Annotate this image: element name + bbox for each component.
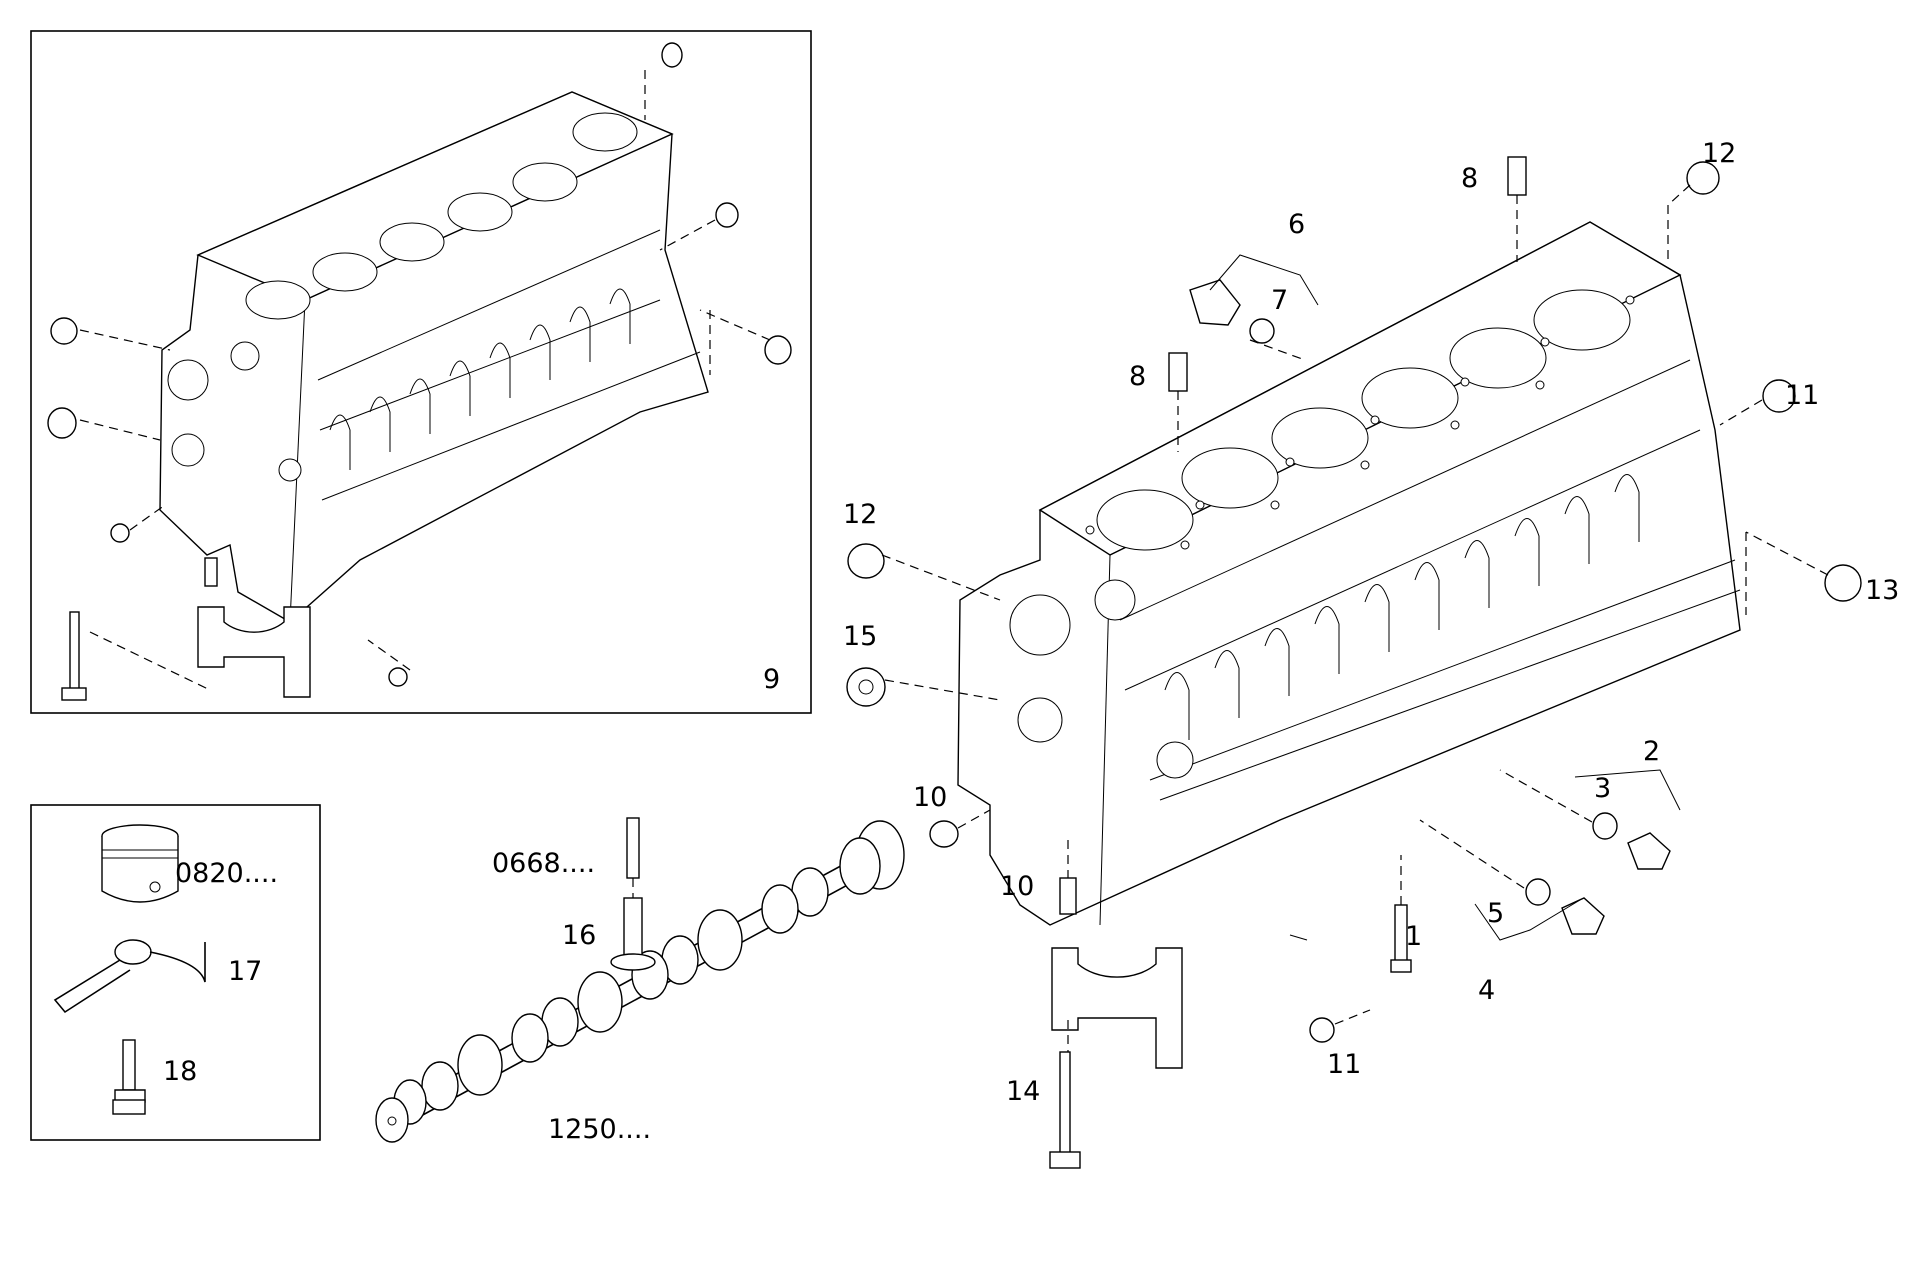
main-callouts: 1 2 3 4 5 6 7 8 8 10 10 11 11 12 12 13 1… [843, 138, 1899, 1107]
callout-5: 5 [1487, 898, 1504, 929]
callout-10-lower: 10 [1000, 871, 1034, 902]
callout-0668: 0668.... [492, 848, 595, 879]
bearing-cap-drawing [1049, 840, 1183, 1169]
piston-drawing [101, 824, 179, 903]
callout-16: 16 [562, 920, 596, 951]
callout-9: 9 [763, 664, 780, 695]
callout-8-top: 8 [1461, 163, 1478, 194]
callout-7: 7 [1271, 285, 1288, 316]
callout-0820: 0820.... [175, 858, 278, 889]
callout-1250: 1250.... [548, 1114, 651, 1145]
camshaft-drawing: 1250.... [375, 820, 905, 1145]
callout-6: 6 [1288, 209, 1305, 240]
callout-14: 14 [1006, 1076, 1040, 1107]
callout-3: 3 [1594, 773, 1611, 804]
callout-17: 17 [228, 956, 262, 987]
inset-box-engine-block-variant: 9 [30, 30, 812, 714]
callout-8-left: 8 [1129, 361, 1146, 392]
callout-11-right: 11 [1785, 380, 1819, 411]
callout-2: 2 [1643, 736, 1660, 767]
inset-engine-block-drawing [159, 91, 709, 623]
callout-1: 1 [1405, 921, 1422, 952]
main-engine-block-drawing [957, 221, 1741, 926]
callout-12-left: 12 [843, 499, 877, 530]
bolt-18-drawing [112, 1039, 146, 1115]
tappet-16-drawing: 0668.... 16 [492, 817, 656, 971]
callout-12-right: 12 [1702, 138, 1736, 169]
oil-nozzle-drawing [53, 939, 206, 1014]
main-small-parts [846, 156, 1862, 1043]
inset-leader-lines [79, 70, 771, 691]
callout-4: 4 [1478, 975, 1495, 1006]
inset-small-parts [47, 42, 792, 701]
callout-15: 15 [843, 621, 877, 652]
callout-10-upper: 10 [913, 782, 947, 813]
callout-11-bottom: 11 [1327, 1049, 1361, 1080]
inset-box-piston-parts: 0820.... 17 18 [30, 804, 321, 1141]
callout-13: 13 [1865, 575, 1899, 606]
main-leader-lines [881, 184, 1829, 1025]
callout-18: 18 [163, 1056, 197, 1087]
